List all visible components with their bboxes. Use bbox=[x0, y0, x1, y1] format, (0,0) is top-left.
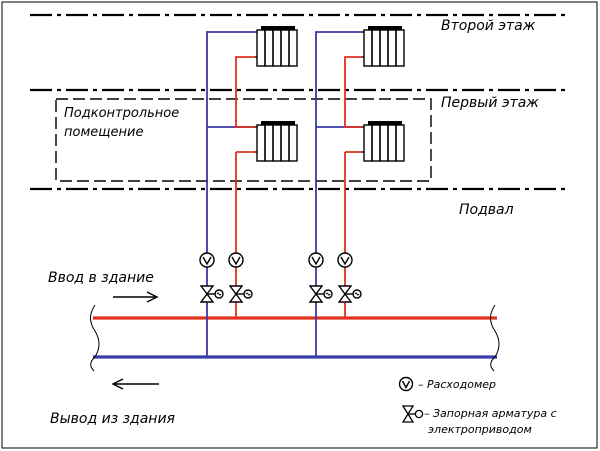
inlet-arrow-icon bbox=[113, 291, 159, 303]
legend-flowmeter-icon bbox=[398, 376, 414, 392]
return-riser-left bbox=[206, 31, 255, 357]
radiator-icon bbox=[255, 26, 298, 67]
pipe-break-left bbox=[90, 304, 100, 372]
riser-group-right bbox=[315, 31, 362, 357]
legend: – Расходомер – Запорная арматура с элект… bbox=[398, 376, 557, 436]
supply-connector-left bbox=[235, 56, 255, 128]
radiator-icon bbox=[362, 26, 405, 67]
legend-flowmeter-label: – Расходомер bbox=[418, 378, 496, 391]
flowmeter-icon bbox=[337, 252, 353, 268]
flowmeter-icon bbox=[199, 252, 215, 268]
outlet-arrow-icon bbox=[111, 378, 159, 390]
legend-valve-label-1: – Запорная арматура с bbox=[424, 407, 557, 420]
return-riser-right bbox=[315, 31, 362, 357]
label-basement: Подвал bbox=[459, 202, 514, 218]
label-room-line2: помещение bbox=[64, 125, 143, 140]
supply-connector-right bbox=[344, 56, 362, 128]
flowmeter-icon bbox=[308, 252, 324, 268]
motorized-valve-icon bbox=[199, 285, 224, 303]
pipe-break-right bbox=[490, 304, 500, 372]
radiator-icon bbox=[255, 121, 298, 162]
label-second-floor: Второй этаж bbox=[441, 18, 536, 34]
legend-valve-label-2: электроприводом bbox=[428, 423, 532, 436]
flowmeter-icon bbox=[228, 252, 244, 268]
label-first-floor: Первый этаж bbox=[441, 95, 539, 111]
motorized-valve-icon bbox=[308, 285, 333, 303]
floor-lines bbox=[30, 13, 565, 191]
label-outlet: Вывод из здания bbox=[50, 411, 175, 427]
radiator-icon bbox=[362, 121, 405, 162]
legend-valve-icon bbox=[401, 405, 424, 423]
controlled-room-box bbox=[55, 98, 432, 182]
label-room-line1: Подконтрольное bbox=[64, 106, 179, 121]
motorized-valve-icon bbox=[337, 285, 362, 303]
motorized-valve-icon bbox=[228, 285, 253, 303]
riser-group-left bbox=[206, 31, 255, 357]
label-inlet: Ввод в здание bbox=[48, 270, 154, 286]
